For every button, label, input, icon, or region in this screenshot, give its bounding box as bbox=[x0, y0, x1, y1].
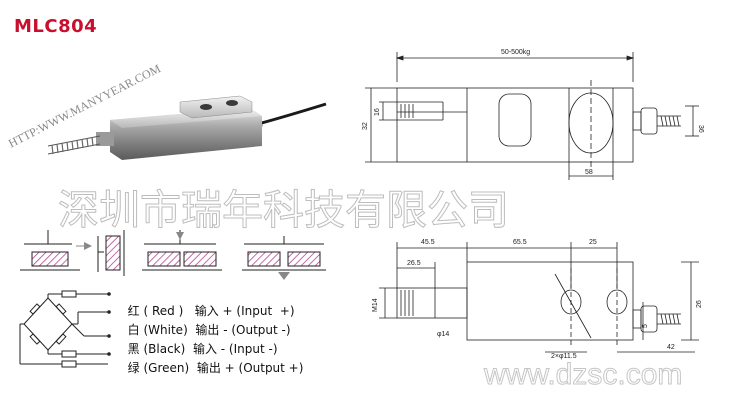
wire-color-en: Red bbox=[151, 304, 175, 318]
dim-5: 5 bbox=[642, 324, 649, 328]
mounting-illustration bbox=[20, 230, 326, 280]
drawing-top-view: 50-500kg 32 16 36 58 bbox=[362, 49, 704, 180]
wire-function-en: Input + bbox=[241, 304, 290, 318]
wire-color-cn: 绿 bbox=[127, 361, 140, 375]
wire-color-cn: 红 bbox=[127, 304, 140, 318]
dim-65-5: 65.5 bbox=[513, 239, 527, 246]
wire-color-en: White bbox=[148, 323, 184, 337]
wire-row-red: 红 ( Red ) 输入 + (Input +) bbox=[127, 304, 295, 318]
site-watermark: www.dzsc.com bbox=[483, 358, 683, 392]
dim-26: 26 bbox=[696, 300, 703, 308]
dim-capacity: 50-500kg bbox=[501, 49, 530, 56]
wire-color-cn: 白 bbox=[127, 323, 140, 337]
dim-42: 42 bbox=[667, 344, 675, 351]
dim-26-5: 26.5 bbox=[407, 260, 421, 267]
wire-row-white: 白 (White) 输出 - (Output -) bbox=[127, 323, 291, 337]
wire-color-en: Green bbox=[148, 361, 185, 375]
dim-m14: M14 bbox=[372, 298, 379, 312]
wire-function-cn: 输入 - bbox=[192, 342, 226, 356]
wire-color-cn: 黑 bbox=[127, 342, 140, 356]
wire-function-en: Output + bbox=[243, 361, 299, 375]
dim-hole: 2×φ11.5 bbox=[551, 353, 577, 360]
company-watermark: 深圳市瑞年科技有限公司 bbox=[58, 186, 510, 235]
wire-color-en: Black bbox=[148, 342, 181, 356]
wire-function-en: Input - bbox=[233, 342, 273, 356]
wire-function-cn: 输出 - bbox=[195, 323, 228, 337]
wire-function-en: Output - bbox=[236, 323, 286, 337]
dim-45-5: 45.5 bbox=[421, 239, 435, 246]
load-cell-photo bbox=[47, 95, 327, 160]
dim-phi14: φ14 bbox=[437, 331, 449, 338]
drawing-side-view: 45.5 65.5 25 26.5 M14 26 5 φ14 42 2×φ11.… bbox=[372, 239, 703, 360]
dim-25: 25 bbox=[589, 239, 597, 246]
dim-58: 58 bbox=[585, 169, 593, 176]
bridge-circuit-diagram bbox=[19, 290, 111, 368]
wire-function-cn: 输入 + bbox=[194, 304, 233, 318]
product-title: MLC804 bbox=[14, 16, 98, 37]
dim-36: 36 bbox=[697, 125, 704, 133]
dim-32: 32 bbox=[362, 122, 369, 130]
wire-row-black: 黑 (Black) 输入 - (Input -) bbox=[127, 342, 278, 356]
wire-row-green: 绿 (Green) 输出 + (Output +) bbox=[127, 361, 304, 375]
dim-16: 16 bbox=[374, 108, 381, 116]
wire-function-cn: 输出 + bbox=[196, 361, 235, 375]
